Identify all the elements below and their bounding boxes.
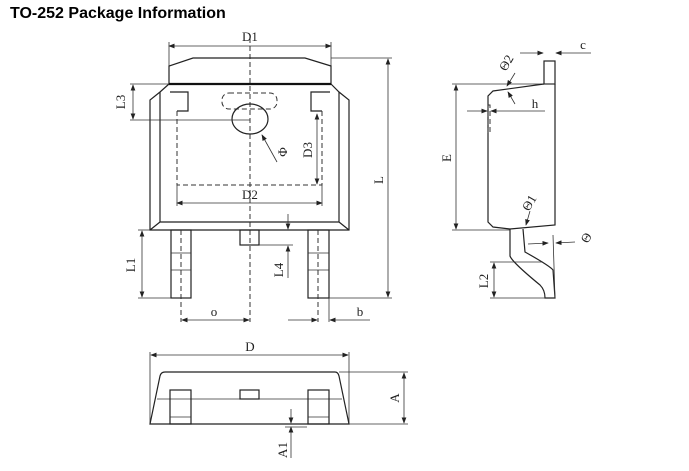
label-l1: L1 — [123, 258, 138, 272]
page-title: TO-252 Package Information — [10, 5, 226, 22]
label-l2: L2 — [476, 274, 491, 288]
label-l: L — [371, 176, 386, 184]
label-phi: Φ — [275, 147, 290, 157]
label-a: A — [387, 393, 402, 403]
label-d3: D3 — [300, 142, 315, 158]
side-body — [487, 83, 556, 230]
side-view: E h Θ2 c Θ1 Θ L2 — [439, 37, 595, 299]
label-d: D — [245, 339, 254, 354]
mounting-hole — [231, 103, 269, 135]
label-theta: Θ — [577, 230, 595, 246]
label-theta2: Θ2 — [496, 52, 517, 73]
label-a1: A1 — [275, 442, 290, 458]
tab-edge — [543, 60, 556, 85]
label-theta1: Θ1 — [519, 192, 540, 213]
label-h: h — [532, 96, 539, 111]
side-lead — [509, 228, 556, 299]
label-d2: D2 — [242, 187, 258, 202]
top-view: D1 L3 Φ D3 D2 L1 L4 L — [113, 29, 392, 323]
bottom-view: D A A1 — [149, 339, 408, 458]
label-b: b — [357, 304, 364, 319]
label-c: c — [580, 37, 586, 52]
label-o: o — [211, 304, 218, 319]
label-l3: L3 — [113, 95, 128, 109]
slot — [221, 92, 278, 110]
label-l4: L4 — [271, 262, 286, 277]
front-body — [149, 371, 350, 425]
label-d1: D1 — [242, 29, 258, 44]
label-e: E — [439, 154, 454, 162]
center-tab — [239, 229, 260, 246]
